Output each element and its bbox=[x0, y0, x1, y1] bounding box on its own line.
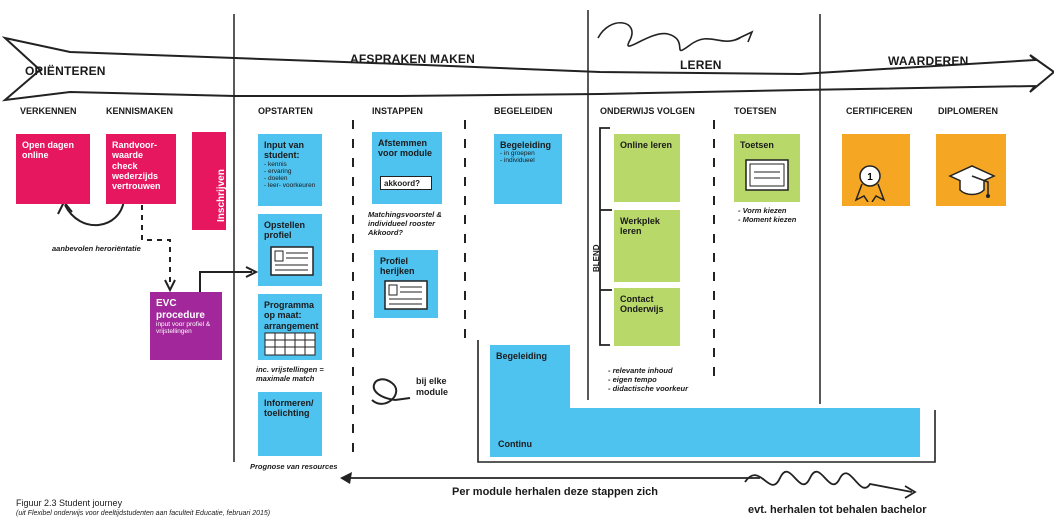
svg-text:1: 1 bbox=[867, 172, 873, 183]
col-opstarten: OPSTARTEN bbox=[258, 106, 313, 116]
herijken-label: Profiel herijken bbox=[380, 256, 415, 277]
prognose-note: Prognose van resources bbox=[250, 462, 338, 471]
programma-note: inc. vrijstellingen = maximale match bbox=[256, 365, 324, 383]
repeat-scribble-icon bbox=[744, 470, 913, 493]
note-begeleiding-continu-bar bbox=[568, 408, 920, 457]
profile-form-icon bbox=[270, 246, 314, 276]
scribble-icon bbox=[597, 21, 741, 52]
col-certificeren: CERTIFICEREN bbox=[846, 106, 913, 116]
input-item: - leer- voorkeuren bbox=[264, 182, 316, 190]
input-item: - kennis bbox=[264, 160, 287, 168]
evc-arrow bbox=[141, 205, 171, 285]
note-evc: EVC procedure input voor profiel & vrijs… bbox=[150, 292, 222, 360]
blend-label: BLEND bbox=[592, 244, 601, 272]
note-begeleiding: Begeleiding - in groepen - individueel bbox=[494, 134, 562, 204]
caption: Figuur 2.3 Student journey bbox=[16, 498, 123, 508]
col-onderwijs-volgen: ONDERWIJS VOLGEN bbox=[600, 106, 695, 116]
col-verkennen: VERKENNEN bbox=[20, 106, 77, 116]
journey-arrow bbox=[1, 36, 1054, 102]
note-afstemmen: Afstemmen voor module akkoord? bbox=[372, 132, 442, 204]
note-certificeren: 1 bbox=[842, 134, 910, 206]
evc-sub: input voor profiel & vrijstellingen bbox=[156, 321, 211, 336]
col-diplomeren: DIPLOMEREN bbox=[938, 106, 999, 116]
note-input-student: Input van student: - kennis - ervaring -… bbox=[258, 134, 322, 206]
caption-sub: (uit Flexibel onderwijs voor deeltijdstu… bbox=[16, 510, 271, 517]
certificate-paper-icon bbox=[745, 159, 789, 191]
phase-leren: LEREN bbox=[680, 58, 722, 72]
phase-afspraken: AFSPRAKEN MAKEN bbox=[350, 52, 476, 66]
note-online-leren: Online leren bbox=[614, 134, 680, 202]
afstemmen-label: Afstemmen voor module bbox=[378, 138, 433, 159]
continu-label: Continu bbox=[498, 438, 532, 449]
toetsen-notes: - Vorm kiezen - Moment kiezen bbox=[738, 206, 818, 224]
leren-note: - relevante inhoud bbox=[608, 366, 673, 375]
input-title: Input van student: bbox=[264, 140, 304, 161]
profile-form-icon bbox=[384, 280, 428, 310]
col-kennismaken: KENNISMAKEN bbox=[106, 106, 174, 116]
toetsen-label: Toetsen bbox=[740, 140, 774, 150]
toetsen-note: - Vorm kiezen bbox=[738, 206, 787, 215]
leren-note: - eigen tempo bbox=[608, 375, 657, 384]
begeleiding-long-label: Begeleiding bbox=[496, 351, 548, 361]
note-informeren: Informeren/ toelichting bbox=[258, 392, 322, 456]
bij-elke-module: bij elke module bbox=[416, 376, 449, 397]
medal-icon: 1 bbox=[854, 165, 886, 202]
blend-bracket bbox=[599, 127, 610, 346]
note-werkplek-leren: Werkplek leren bbox=[614, 210, 680, 282]
col-begeleiden: BEGELEIDEN bbox=[494, 106, 553, 116]
matchings-note: Matchingsvoorstel & individueel rooster … bbox=[368, 210, 442, 237]
loop-icon bbox=[371, 378, 398, 405]
evt-text: evt. herhalen tot behalen bachelor bbox=[748, 504, 927, 516]
heroriëntatie-note: aanbevolen heroriëntatie bbox=[52, 244, 141, 253]
note-randvoorwaarde: Randvoor-waarde check wederzijds vertrou… bbox=[106, 134, 176, 204]
note-contact-onderwijs: Contact Onderwijs bbox=[614, 288, 680, 346]
note-opstellen-profiel: Opstellen profiel bbox=[258, 214, 322, 286]
input-item: - doelen bbox=[264, 174, 288, 182]
leren-note: - didactische voorkeur bbox=[608, 384, 689, 393]
opstarten-arrow bbox=[199, 271, 252, 295]
note-toetsen: Toetsen bbox=[734, 134, 800, 202]
phase-waarderen: WAARDEREN bbox=[888, 54, 969, 68]
col-instappen: INSTAPPEN bbox=[372, 106, 423, 116]
phase-orienteren: ORIËNTEREN bbox=[25, 64, 106, 78]
evc-title: EVC procedure bbox=[156, 298, 205, 321]
toetsen-note: - Moment kiezen bbox=[738, 215, 797, 224]
note-programma: Programma op maat: arrangement bbox=[258, 294, 322, 360]
programma-label: Programma op maat: arrangement bbox=[264, 300, 319, 331]
begeleiding-item: - individueel bbox=[500, 157, 535, 165]
opstellen-label: Opstellen profiel bbox=[264, 220, 306, 241]
inschrijven-label: Inschrijven bbox=[216, 169, 227, 222]
begeleiding-title: Begeleiding bbox=[500, 140, 552, 150]
note-diplomeren bbox=[936, 134, 1006, 206]
return-arrow bbox=[64, 199, 125, 227]
col-toetsen: TOETSEN bbox=[734, 106, 777, 116]
per-module-text: Per module herhalen deze stappen zich bbox=[452, 486, 658, 498]
note-open-dagen: Open dagen online bbox=[16, 134, 90, 204]
akkoord-box: akkoord? bbox=[380, 176, 432, 190]
begeleiding-item: - in groepen bbox=[500, 150, 535, 158]
note-begeleiding-continu: Begeleiding Continu bbox=[490, 345, 570, 457]
arrangement-grid-icon bbox=[264, 332, 316, 356]
input-item: - ervaring bbox=[264, 167, 292, 175]
note-inschrijven: Inschrijven bbox=[192, 132, 227, 230]
leren-notes: - relevante inhoud - eigen tempo - didac… bbox=[608, 366, 718, 393]
graduation-cap-icon bbox=[948, 165, 996, 198]
note-profiel-herijken: Profiel herijken bbox=[374, 250, 438, 318]
